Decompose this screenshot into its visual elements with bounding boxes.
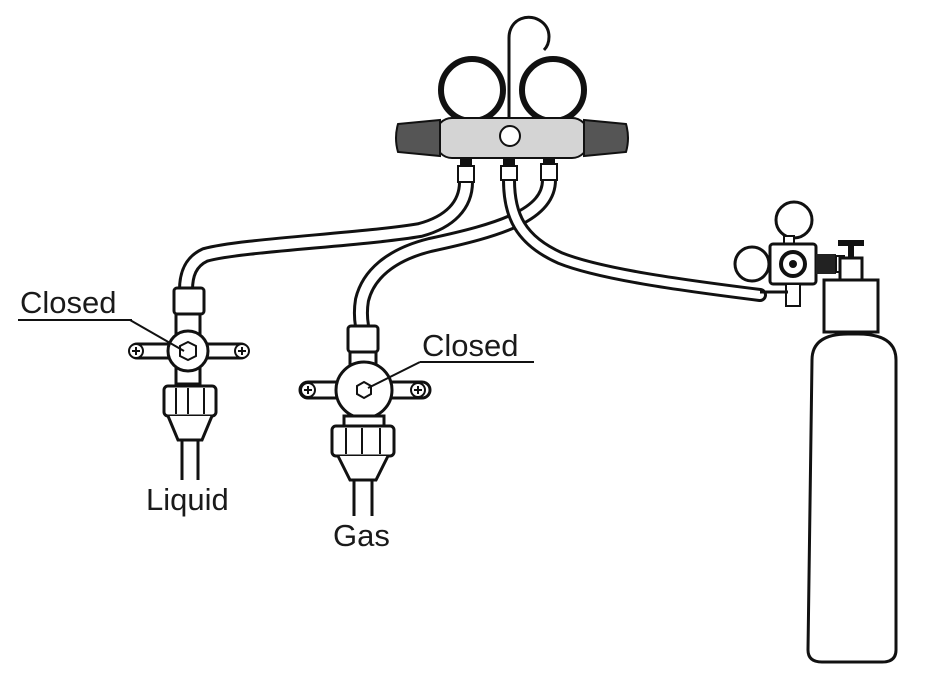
gas-leader-line xyxy=(367,361,421,389)
liquid-line-label: Liquid xyxy=(146,482,229,517)
gas-line-label: Gas xyxy=(333,518,390,553)
hoses xyxy=(178,172,767,334)
liquid-valve-state-label: Closed xyxy=(20,285,117,320)
high-pressure-gauge xyxy=(519,56,587,124)
gas-valve-state-label: Closed xyxy=(422,328,519,363)
liquid-service-valve-icon xyxy=(128,286,250,480)
nitrogen-cylinder-icon xyxy=(806,240,898,664)
liquid-leader-line xyxy=(129,319,185,352)
gauge-manifold-icon xyxy=(395,15,629,183)
low-pressure-gauge xyxy=(438,56,506,124)
gas-service-valve-icon xyxy=(298,324,432,516)
pressure-regulator-icon xyxy=(733,200,845,307)
